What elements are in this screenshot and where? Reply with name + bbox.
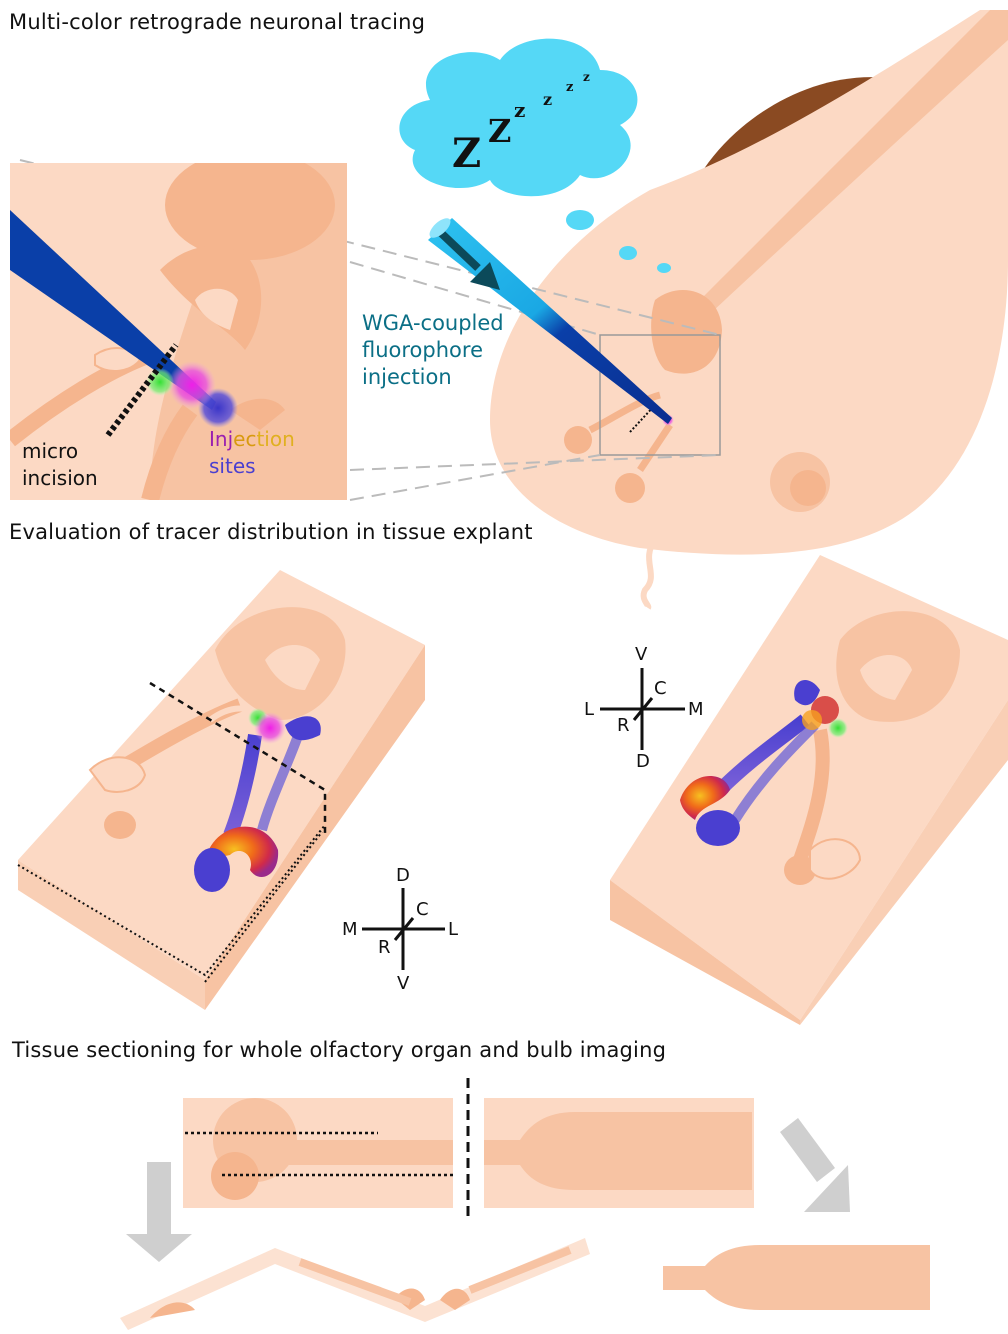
compass-right-top: V: [635, 644, 647, 665]
compass-left-c: C: [416, 899, 429, 920]
explant-block-right: [610, 555, 1008, 1025]
sectioning-diagram: [120, 1078, 930, 1330]
injection-label-line2: fluorophore: [362, 337, 483, 364]
compass-left-bottom: V: [397, 973, 409, 994]
injection-label-part1: Inj: [209, 427, 233, 451]
explant-block-left: [18, 570, 425, 1010]
compass-right-c: C: [654, 678, 667, 699]
injection-label-part2: ec: [233, 427, 256, 451]
compass-right: [600, 668, 685, 750]
sleep-z-2: Z: [488, 112, 511, 150]
injection-label-line1: WGA-coupled: [362, 310, 504, 337]
compass-left-left: M: [342, 919, 358, 940]
section-title-tracing: Multi-color retrograde neuronal tracing: [9, 10, 425, 34]
compass-right-r: R: [617, 715, 630, 736]
compass-right-left: L: [584, 699, 594, 720]
incision-label-line1: micro: [22, 438, 78, 465]
down-arrow-icon: [126, 1162, 192, 1262]
injection-label-line3: injection: [362, 364, 452, 391]
section-title-evaluation: Evaluation of tracer distribution in tis…: [9, 520, 533, 544]
sleep-z-1: Z: [452, 130, 481, 177]
compass-left-right: L: [448, 919, 458, 940]
injection-sites-label-line2: sites: [209, 453, 256, 480]
sleep-z-5: z: [566, 80, 573, 95]
injection-sites-label-line1: Injection: [209, 426, 295, 453]
sleep-z-6: z: [583, 70, 590, 84]
incision-label-line2: incision: [22, 465, 98, 492]
compass-right-right: M: [688, 699, 704, 720]
compass-right-bottom: D: [636, 751, 650, 772]
diagonal-arrow-icon: [780, 1118, 850, 1212]
compass-left-r: R: [378, 937, 391, 958]
section-title-sectioning: Tissue sectioning for whole olfactory or…: [12, 1038, 666, 1062]
compass-left-top: D: [396, 865, 410, 886]
sleep-z-4: z: [543, 90, 552, 109]
sleep-z-3: z: [514, 98, 525, 122]
injection-label-part3: tion: [256, 427, 294, 451]
compass-left: [362, 888, 445, 970]
